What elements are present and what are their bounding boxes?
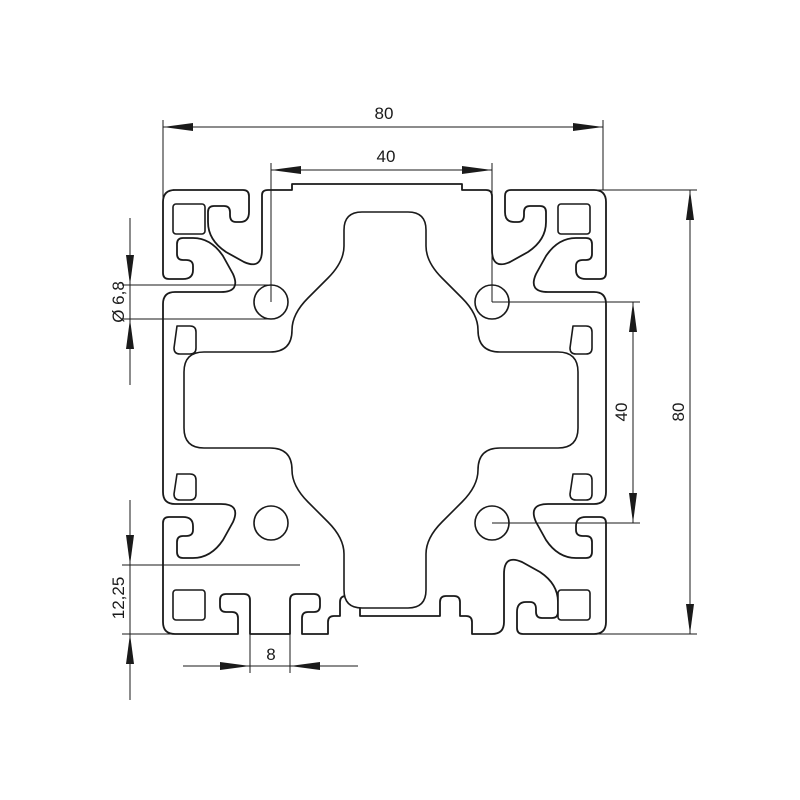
corner-cavity-top-left [172, 203, 206, 235]
slot-hook-right-lower [569, 473, 593, 501]
slot-hook-left-upper [173, 325, 197, 355]
corner-cavity-top-right [557, 203, 591, 235]
dimension-slot-spacing-width: 40 [270, 147, 493, 302]
dimension-label-slot-offset: 12,25 [109, 577, 128, 620]
dimension-slot-opening: 8 [183, 634, 358, 673]
slot-hook-right-upper [569, 325, 593, 355]
dimension-label-hole-spacing-height: 40 [612, 403, 631, 422]
corner-cavity-bottom-right [557, 589, 591, 621]
central-cavity [183, 211, 579, 609]
dimension-hole-spacing-height: 40 [492, 301, 640, 524]
dimension-slot-offset: 12,25 [109, 500, 300, 700]
dimension-bore-diameter: Ø 6,8 [109, 218, 271, 385]
dimension-label-overall-height: 80 [669, 403, 688, 422]
dimension-overall-width: 80 [162, 104, 604, 200]
slot-hook-left-lower [173, 473, 197, 501]
bore-bottom-left [253, 505, 289, 541]
corner-cavity-bottom-left [172, 589, 206, 621]
dimension-label-slot-spacing-width: 40 [377, 147, 396, 166]
dimension-label-overall-width: 80 [375, 104, 394, 123]
dimension-overall-height: 80 [590, 189, 697, 635]
dimension-label-bore-diameter: Ø 6,8 [109, 281, 128, 323]
dimension-label-slot-opening: 8 [266, 645, 275, 664]
